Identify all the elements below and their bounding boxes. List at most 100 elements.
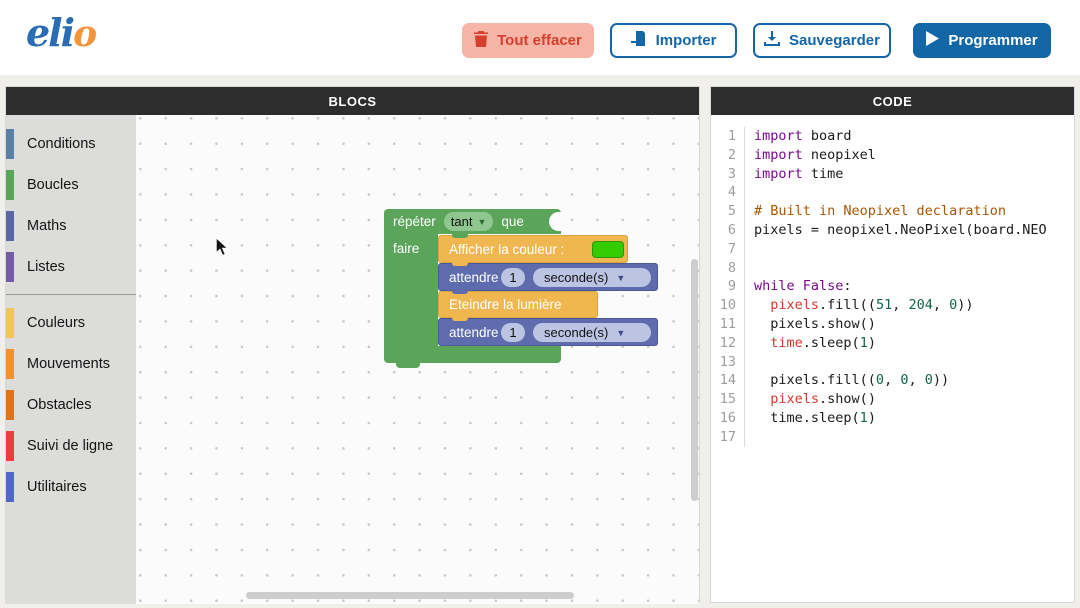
file-import-icon (630, 29, 647, 51)
toolbox-category-mouvements[interactable]: Mouvements (6, 343, 136, 384)
app-header: elio Tout effacer Importer Sauvegarder P… (0, 0, 1080, 75)
program-label: Programmer (948, 32, 1038, 49)
repeat-que-label: que (501, 214, 524, 229)
category-color-chip (6, 307, 14, 338)
logo-text-orange: o (73, 13, 97, 55)
category-color-chip (6, 251, 14, 282)
lights-off-block[interactable]: Eteindre la lumière (438, 290, 598, 318)
repeat-block-bottom[interactable] (384, 346, 561, 363)
line-content (745, 259, 1074, 278)
line-content: pixels.fill((0, 0, 0)) (754, 372, 950, 389)
repeat-do-section[interactable]: faire (384, 234, 438, 346)
blockly-workspace[interactable]: répéter tant▼ que faire Afficher la coul… (136, 115, 699, 604)
line-content: # Built in Neopixel declaration (754, 203, 1006, 220)
wait-label: attendre (449, 269, 499, 285)
line-content: pixels.fill((51, 204, 0)) (770, 297, 974, 314)
code-line: 6 pixels = neopixel.NeoPixel(board.NEO (711, 220, 1074, 240)
chevron-down-icon: ▼ (616, 327, 626, 338)
line-content (745, 240, 1074, 259)
chevron-down-icon: ▼ (616, 272, 626, 283)
line-number: 5 (711, 202, 745, 221)
toolbox-category-boucles[interactable]: Boucles (6, 164, 136, 205)
wait-block-1[interactable]: attendre 1 seconde(s) ▼ (438, 262, 658, 291)
category-label: Mouvements (27, 355, 111, 372)
line-number: 4 (711, 183, 745, 203)
program-button[interactable]: Programmer (913, 23, 1051, 58)
repeat-condition-dropdown[interactable]: tant▼ (443, 212, 494, 231)
wait-unit-value: seconde(s) (544, 325, 609, 340)
code-line: 5 # Built in Neopixel declaration (711, 202, 1074, 221)
line-number: 14 (711, 371, 745, 391)
logo-text-blue: eli (26, 10, 75, 55)
code-panel-title: CODE (711, 87, 1074, 115)
line-number: 6 (711, 220, 745, 240)
wait-block-2[interactable]: attendre 1 seconde(s) ▼ (438, 317, 658, 346)
toolbox-category-utilitaires[interactable]: Utilitaires (6, 466, 136, 507)
category-color-chip (6, 128, 14, 159)
line-number: 17 (711, 427, 745, 447)
wait-unit-dropdown[interactable]: seconde(s) ▼ (533, 323, 651, 342)
line-content: pixels = neopixel.NeoPixel(board.NEO (754, 221, 1047, 238)
wait-unit-dropdown[interactable]: seconde(s) ▼ (533, 268, 651, 287)
code-line: 13 (711, 352, 1074, 372)
line-content: pixels.show() (754, 315, 876, 332)
workspace-horizontal-scrollbar[interactable] (246, 592, 574, 599)
trash-icon (474, 30, 489, 51)
category-label: Conditions (27, 135, 96, 152)
boolean-input-socket[interactable] (549, 212, 562, 231)
wait-value-field[interactable]: 1 (501, 268, 525, 287)
elio-logo: elio (26, 10, 97, 55)
line-content (745, 353, 1074, 372)
chevron-down-icon: ▼ (477, 216, 487, 227)
category-label: Couleurs (27, 314, 86, 331)
show-color-block[interactable]: Afficher la couleur : (438, 234, 628, 263)
toolbox-category-conditions[interactable]: Conditions (6, 123, 136, 164)
connection-notch (452, 234, 468, 238)
code-line: 4 (711, 183, 1074, 203)
show-color-label: Afficher la couleur : (449, 241, 565, 257)
import-button[interactable]: Importer (610, 23, 737, 58)
toolbox-category-obstacles[interactable]: Obstacles (6, 384, 136, 425)
code-line: 12 time.sleep(1) (711, 333, 1074, 353)
color-swatch-field[interactable] (592, 241, 624, 258)
line-number: 12 (711, 333, 745, 353)
toolbox-category-listes[interactable]: Listes (6, 246, 136, 287)
toolbox-divider (6, 294, 136, 295)
clear-all-button[interactable]: Tout effacer (462, 23, 594, 58)
code-line: 15 pixels.show() (711, 390, 1074, 409)
clear-all-label: Tout effacer (497, 32, 582, 49)
line-content: time.sleep(1) (770, 334, 876, 351)
code-line: 11 pixels.show() (711, 314, 1074, 334)
category-label: Listes (27, 258, 65, 275)
repeat-label: répéter (393, 214, 436, 229)
connection-notch (452, 262, 468, 266)
save-button[interactable]: Sauvegarder (753, 23, 891, 58)
repeat-while-block[interactable]: répéter tant▼ que (384, 209, 562, 234)
workspace-vertical-scrollbar[interactable] (691, 259, 698, 501)
line-number: 1 (711, 127, 745, 146)
category-label: Obstacles (27, 396, 92, 413)
toolbox-category-suivi-de-ligne[interactable]: Suivi de ligne (6, 425, 136, 466)
toolbox-category-maths[interactable]: Maths (6, 205, 136, 246)
wait-value-field[interactable]: 1 (501, 323, 525, 342)
toolbox-category-couleurs[interactable]: Couleurs (6, 302, 136, 343)
line-content: time.sleep(1) (754, 409, 876, 426)
line-number: 3 (711, 164, 745, 184)
code-line: 1 import board (711, 127, 1074, 146)
category-label: Boucles (27, 176, 79, 193)
play-icon (926, 31, 940, 50)
line-number: 11 (711, 314, 745, 334)
category-color-chip (6, 169, 14, 200)
category-color-chip (6, 348, 14, 379)
wait-unit-value: seconde(s) (544, 270, 609, 285)
line-content: import board (754, 128, 852, 144)
wait-label: attendre (449, 324, 499, 340)
category-color-chip (6, 389, 14, 420)
save-label: Sauvegarder (789, 32, 880, 49)
